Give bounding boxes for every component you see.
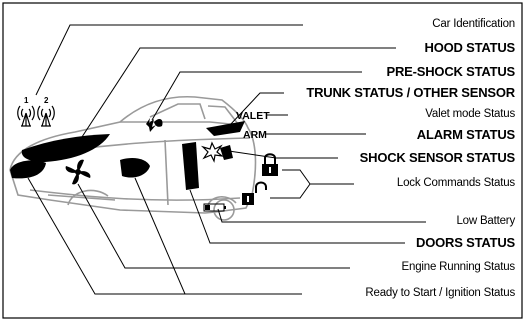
label-valet-mode-status: Valet mode Status (425, 108, 515, 120)
antenna-icon (17, 105, 55, 127)
shock-icon (200, 141, 225, 163)
pre-shock-icon (146, 118, 163, 132)
label-trunk-status: TRUNK STATUS / OTHER SENSOR (306, 85, 515, 100)
antenna-number-1: 1 (24, 96, 29, 105)
door-indicator (182, 142, 199, 190)
label-hood-status: HOOD STATUS (424, 40, 516, 55)
label-car-identification: Car Identification (432, 18, 515, 30)
unlock-icon (242, 181, 267, 205)
label-lock-commands-status: Lock Commands Status (396, 177, 515, 189)
hood-indicator (21, 134, 110, 162)
label-shock-sensor-status: SHOCK SENSOR STATUS (359, 150, 516, 165)
label-ready-ignition-status: Ready to Start / Ignition Status (365, 287, 515, 299)
fan-icon (65, 159, 91, 185)
right-headlight (120, 158, 150, 178)
leader-lines (27, 24, 426, 295)
antenna-number-2: 2 (44, 96, 49, 105)
arm-tag: ARM (243, 129, 267, 141)
label-alarm-status: ALARM STATUS (416, 127, 515, 142)
left-headlight (10, 160, 46, 179)
shock-block (220, 145, 233, 160)
trunk-indicator (206, 121, 245, 136)
valet-tag: VALET (236, 110, 270, 122)
label-doors-status: DOORS STATUS (416, 235, 515, 250)
label-pre-shock-status: PRE-SHOCK STATUS (386, 64, 516, 79)
label-low-battery: Low Battery (456, 215, 515, 227)
label-engine-running-status: Engine Running Status (401, 261, 516, 273)
battery-icon (203, 203, 226, 212)
